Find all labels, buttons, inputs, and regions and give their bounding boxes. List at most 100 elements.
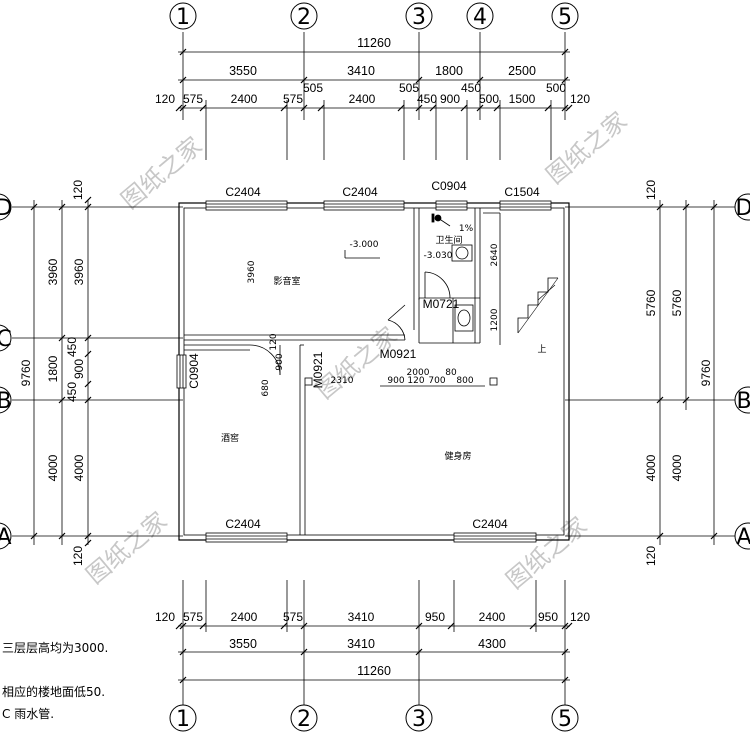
dim-text: 11260 — [357, 36, 391, 50]
window-tag: C1504 — [504, 185, 540, 199]
walls — [178, 202, 570, 541]
doors — [249, 271, 451, 376]
axis-label: B — [0, 389, 12, 414]
dim-text: 1500 — [509, 92, 536, 106]
dim-text: 120 — [269, 333, 279, 350]
slope-label: 1% — [459, 224, 474, 234]
axis-label: D — [0, 196, 12, 221]
dim-text: 4000 — [644, 454, 658, 481]
room-wine-cellar: 酒窖 — [221, 432, 239, 444]
dim-text: 120 — [570, 610, 590, 624]
dim-text: 5760 — [644, 289, 658, 316]
dim-text: 3410 — [348, 610, 375, 624]
dim-text: 450 — [65, 337, 79, 357]
dim-text: 120 — [155, 610, 175, 624]
dim-text: 120 — [644, 180, 658, 200]
dim-text: 2400 — [349, 92, 376, 106]
dim-text: 4000 — [72, 454, 86, 481]
stair-up-label: 上 — [537, 344, 546, 355]
dim-text: 120 — [71, 546, 85, 566]
dim-text: 800 — [456, 376, 473, 386]
level-bath: -3.030 — [423, 251, 452, 261]
watermark: 图纸之家 — [116, 131, 208, 214]
room-labels: 影音室 卫生间 酒窖 健身房 上 -3.000 -3.030 1% — [221, 224, 547, 462]
dimension-lines — [30, 48, 718, 684]
dim-text: 900 — [275, 353, 285, 370]
window-tag: C2404 — [225, 517, 261, 531]
dim-text: 2400 — [231, 610, 258, 624]
windows — [176, 200, 552, 543]
axis-label: 2 — [297, 5, 311, 30]
window-tag: C0904 — [431, 179, 467, 193]
room-gym: 健身房 — [444, 450, 471, 462]
dim-text: 120 — [644, 546, 658, 566]
room-theater: 影音室 — [273, 275, 300, 287]
axis-label: B — [736, 389, 750, 414]
bottom-dimensions: 120 575 2400 575 3410 950 2400 950 120 3… — [155, 610, 590, 678]
room-bathroom: 卫生间 — [435, 234, 462, 246]
dim-text: 4300 — [478, 637, 506, 651]
door-tag: M0721 — [423, 297, 460, 311]
dim-text: 900 — [440, 92, 460, 106]
dim-text: 1800 — [435, 64, 463, 78]
dim-text: 575 — [183, 92, 203, 106]
opening-tags: C2404 C2404 C0904 C1504 C0904 C2404 C240… — [187, 179, 540, 531]
dim-text: 2310 — [331, 376, 354, 386]
dim-text: 505 — [303, 81, 323, 95]
dim-text: 3550 — [229, 64, 257, 78]
axis-label: A — [736, 525, 750, 550]
dim-text: 450 — [417, 92, 437, 106]
axis-labels: 1 2 3 4 5 1 2 3 5 D C B A D B A — [0, 5, 750, 732]
dim-text: 9760 — [699, 359, 713, 386]
dim-text: 900 — [72, 359, 86, 379]
window-tag: C0904 — [187, 353, 201, 389]
axis-label: 1 — [176, 5, 190, 30]
notes: 三层层高均为3000. 相应的楼地面低50. C 雨水管. — [2, 640, 108, 721]
level-main: -3.000 — [349, 240, 378, 250]
axis-label: 5 — [558, 5, 572, 30]
window-tag: C2404 — [472, 517, 508, 531]
interior-dimensions: 3960 2640 1200 120 680 900 2310 900 120 … — [247, 243, 500, 396]
fixtures — [304, 213, 498, 386]
door-tag: M0921 — [380, 347, 417, 361]
window-tag: C2404 — [225, 185, 261, 199]
axis-label: D — [736, 196, 750, 221]
dim-text: 450 — [65, 382, 79, 402]
note-line: 相应的楼地面低50. — [2, 684, 105, 699]
dim-text: 120 — [155, 92, 175, 106]
dim-text: 120 — [407, 376, 424, 386]
note-line: C 雨水管. — [2, 706, 54, 721]
watermark-layer: 图纸之家 图纸之家 图纸之家 图纸之家 图纸之家 — [81, 106, 633, 594]
note-line: 三层层高均为3000. — [2, 640, 108, 655]
dim-text: 2400 — [479, 610, 506, 624]
watermark: 图纸之家 — [541, 106, 633, 189]
top-dimensions: 11260 3550 3410 1800 2500 120 575 2400 5… — [155, 36, 590, 106]
dim-text: 2500 — [508, 64, 536, 78]
door-tag: M0921 — [311, 351, 325, 388]
dim-text: 3410 — [347, 637, 375, 651]
dim-text: 5760 — [670, 289, 684, 316]
dim-text: 3550 — [229, 637, 257, 651]
axis-lines — [12, 32, 735, 705]
axis-label: 2 — [297, 707, 311, 732]
dim-text: 500 — [479, 92, 499, 106]
dim-text: 9760 — [19, 359, 33, 386]
dim-text: 900 — [387, 376, 404, 386]
axis-label: 5 — [558, 707, 572, 732]
dim-text: 120 — [570, 92, 590, 106]
axis-label: C — [0, 327, 12, 352]
dim-text: 3960 — [72, 258, 86, 285]
dim-text: 575 — [283, 610, 303, 624]
dim-text: 950 — [538, 610, 558, 624]
dim-text: 3960 — [46, 258, 60, 285]
dim-text: 2640 — [490, 243, 500, 266]
watermark: 图纸之家 — [81, 506, 173, 589]
dim-text: 575 — [183, 610, 203, 624]
window-tag: C2404 — [342, 185, 378, 199]
left-dimensions: 120 9760 120 3960 1800 4000 3960 450 900… — [19, 180, 86, 566]
dim-text: 11260 — [357, 664, 391, 678]
axis-label: 3 — [412, 707, 426, 732]
dim-text: 4000 — [670, 454, 684, 481]
